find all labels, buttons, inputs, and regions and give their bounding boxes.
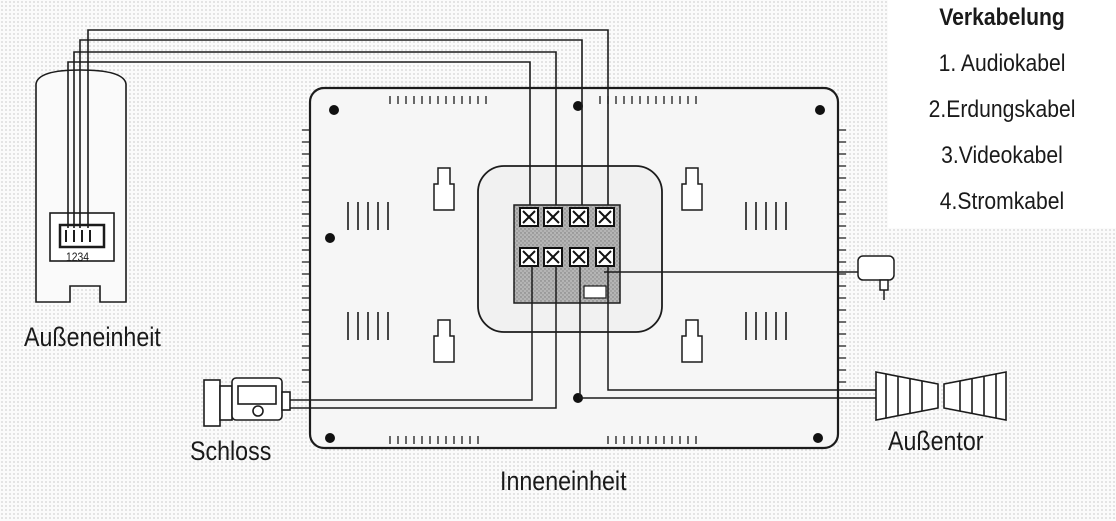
indoor-unit: [302, 86, 846, 450]
gate-label: Außentor: [888, 426, 984, 456]
outdoor-unit-label: Außeneinheit: [24, 322, 161, 352]
legend-item: 3.Videokabel: [941, 142, 1063, 169]
legend: Verkabelung 1. Audiokabel 2.Erdungskabel…: [888, 0, 1116, 228]
legend-item: 2.Erdungskabel: [928, 96, 1076, 123]
outdoor-unit: [35, 69, 127, 303]
lock-label: Schloss: [190, 436, 272, 466]
power-adapter: [857, 255, 895, 300]
gate: [875, 371, 1007, 421]
legend-title: Verkabelung: [939, 4, 1065, 31]
terminal-numbers: 1234: [66, 250, 89, 264]
legend-item: 4.Stromkabel: [939, 188, 1065, 215]
door-lock: [203, 377, 291, 427]
terminal-screws: [519, 207, 615, 267]
wires-outdoor: [67, 29, 609, 228]
indoor-unit-label: Inneneinheit: [500, 466, 627, 496]
legend-item: 1. Audiokabel: [938, 50, 1066, 77]
